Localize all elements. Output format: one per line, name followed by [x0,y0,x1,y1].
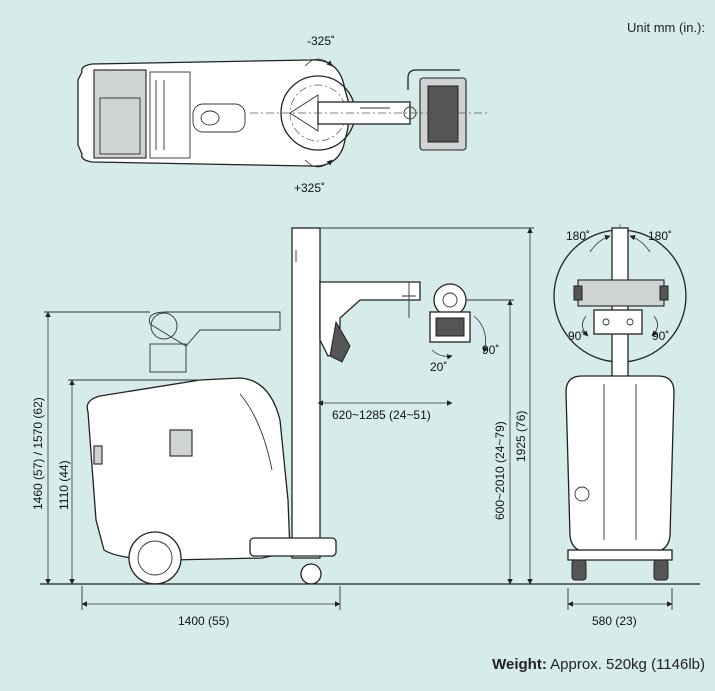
front-tube-housing [577,279,665,307]
label-height-overall: 1460 (57) / 1570 (62) [31,397,45,510]
front-tube-end-right [659,285,669,301]
top-cassette-knob [200,110,220,126]
side-front-caster [300,563,322,585]
side-tube-housing [433,283,467,317]
top-tube-collimator [427,85,459,143]
front-wheel-right [653,559,669,581]
front-collimator [593,309,643,335]
side-tilt-arrow-down [431,349,453,360]
front-rot-right-label: 180˚ [648,229,672,243]
front-rot-arrow-right [629,234,651,253]
side-arm [319,281,421,357]
front-tube-end-left [573,285,583,301]
unit-label: Unit mm (in.): [627,20,705,35]
side-view: 90˚ 20˚ 1460 (57) / 1570 (62) 1110 (44) [31,227,700,628]
side-tube-grip [402,282,416,318]
front-view: 180˚ 180˚ 90˚ 90˚ 580 (23) [553,224,687,628]
front-base [567,549,673,561]
top-angle-minus: -325˚ [307,34,335,48]
side-tilt-arrow-up [473,315,489,353]
front-body-knob [574,486,590,502]
label-arm-reach: 620~1285 (24~51) [332,408,431,422]
front-main-body [565,375,675,553]
side-folded-tube [150,312,178,340]
side-arm-handle [329,320,351,363]
side-folded-collimator [149,343,187,373]
top-cassette-slot [192,103,246,133]
label-height-body: 1110 (44) [57,460,71,510]
top-angle-arrow-down [304,159,333,168]
side-tube-center [442,292,458,308]
label-length: 1400 (55) [178,614,229,628]
front-swivel-right-label: 90˚ [652,329,669,343]
front-swivel-arrow-right [651,315,658,337]
side-body-contour [239,393,273,471]
weight-label: Weight: [492,656,547,673]
weight-value: Approx. 520kg (1146lb) [550,656,705,673]
front-rot-left-label: 180˚ [566,229,590,243]
side-folded-arm [148,311,281,347]
top-screen [99,97,141,155]
front-knob-left [602,318,610,326]
top-angle-plus: +325˚ [294,181,325,195]
top-view: -325˚ +325˚ [77,34,490,195]
side-main-body [86,377,291,561]
label-column-height: 1925 (76) [514,411,528,462]
front-wheel-left [571,559,587,581]
weight-line: Weight: Approx. 520kg (1146lb) [492,656,705,673]
side-rear-handle [93,445,103,465]
side-collimator-window [435,317,465,337]
label-width: 580 (23) [592,614,637,628]
front-rot-arrow-left [589,234,611,253]
top-angle-arrow-up [304,58,333,67]
side-column [291,227,321,559]
top-handle-panel [93,69,147,159]
top-tube-handle [407,69,460,90]
top-storage [149,71,191,159]
side-tilt-up-label: 90˚ [482,343,499,357]
side-rear-wheel [128,531,182,585]
side-base [249,537,337,557]
side-tilt-down-label: 20˚ [430,360,447,374]
front-swivel-arrow-left [582,315,589,337]
front-body-rails [603,384,637,540]
side-vent [169,429,193,457]
front-knob-right [626,318,634,326]
front-swivel-left-label: 90˚ [568,329,585,343]
side-rear-wheel-hub [137,540,173,576]
label-tube-height: 600~2010 (24~79) [493,421,507,520]
